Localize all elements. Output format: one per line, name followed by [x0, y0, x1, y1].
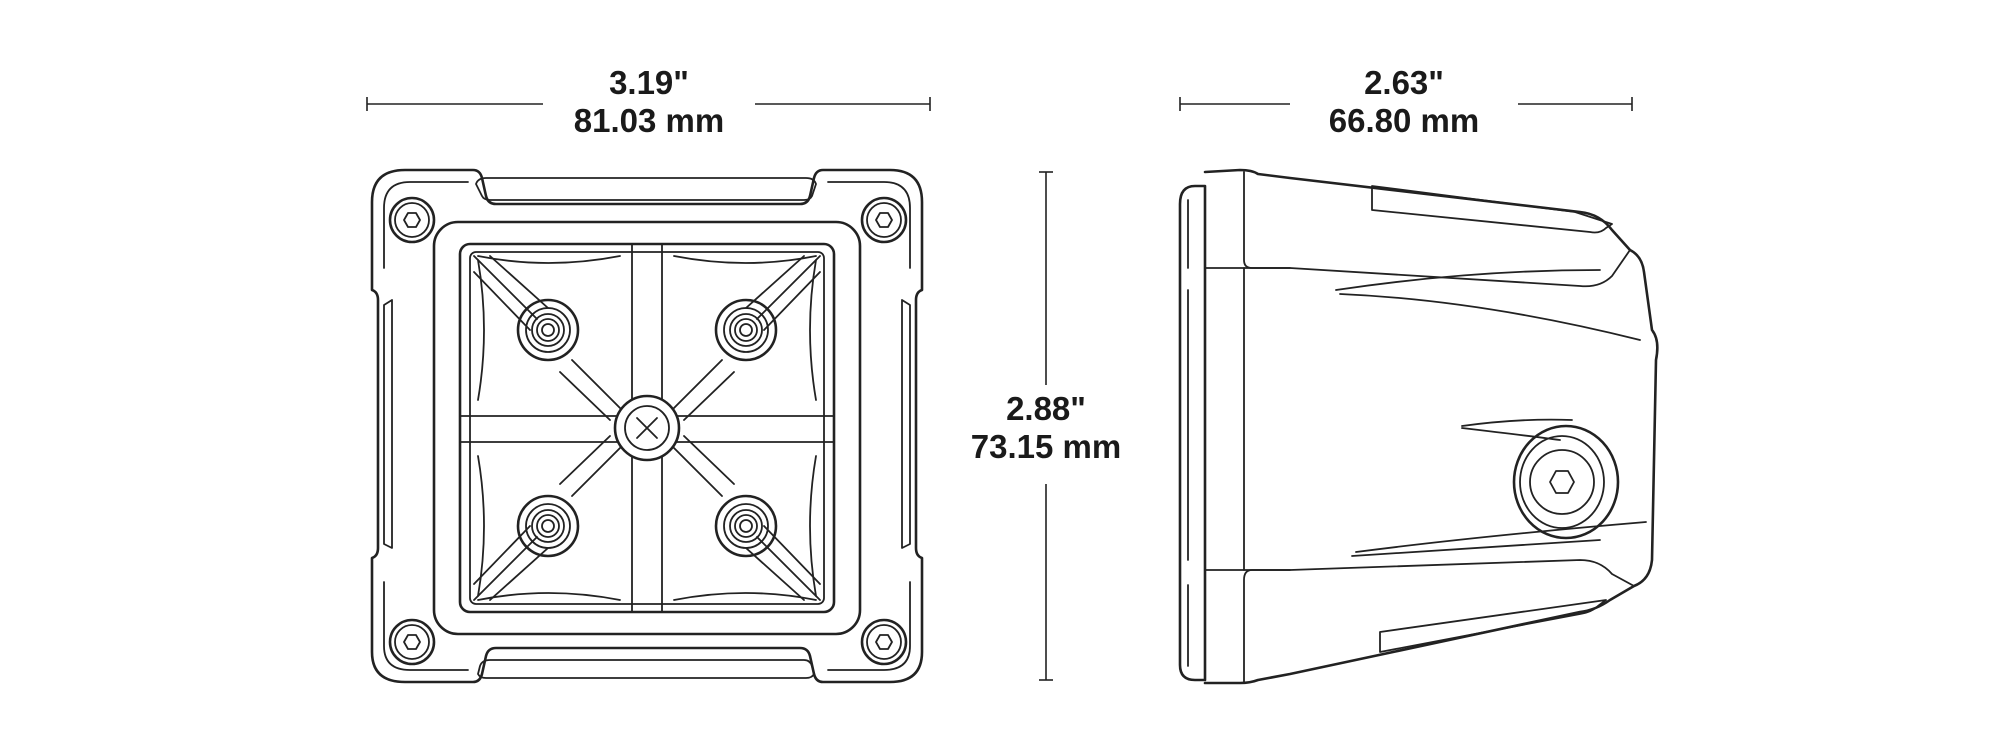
- bolt-top-left: [388, 196, 436, 244]
- bolt-bottom-right: [860, 618, 908, 666]
- height-dimension-line: [1039, 171, 1053, 681]
- height-inches: 2.88": [1006, 390, 1086, 427]
- width-dimension-line: [366, 97, 931, 111]
- depth-dimension-line: [1179, 97, 1633, 111]
- height-mm: 73.15 mm: [970, 428, 1122, 465]
- side-view: [1178, 168, 1659, 685]
- front-width-inches: 3.19": [609, 64, 689, 101]
- led-bottom-left: [516, 494, 580, 558]
- front-view: [370, 168, 924, 684]
- side-depth-label: 2.63" 66.80 mm: [1304, 64, 1504, 140]
- front-housing-outline: [370, 168, 924, 684]
- led-top-right: [714, 298, 778, 362]
- side-depth-mm: 66.80 mm: [1328, 102, 1480, 139]
- side-bolt: [1512, 424, 1620, 540]
- front-width-mm: 81.03 mm: [573, 102, 725, 139]
- bolt-top-right: [860, 196, 908, 244]
- side-bezel: [1178, 184, 1207, 682]
- side-depth-inches: 2.63": [1364, 64, 1444, 101]
- height-label: 2.88" 73.15 mm: [946, 390, 1146, 466]
- led-top-left: [516, 298, 580, 362]
- front-width-label: 3.19" 81.03 mm: [549, 64, 749, 140]
- bolt-bottom-left: [388, 618, 436, 666]
- side-housing-outline: [1203, 168, 1659, 685]
- led-bottom-right: [714, 494, 778, 558]
- center-hub: [613, 394, 681, 462]
